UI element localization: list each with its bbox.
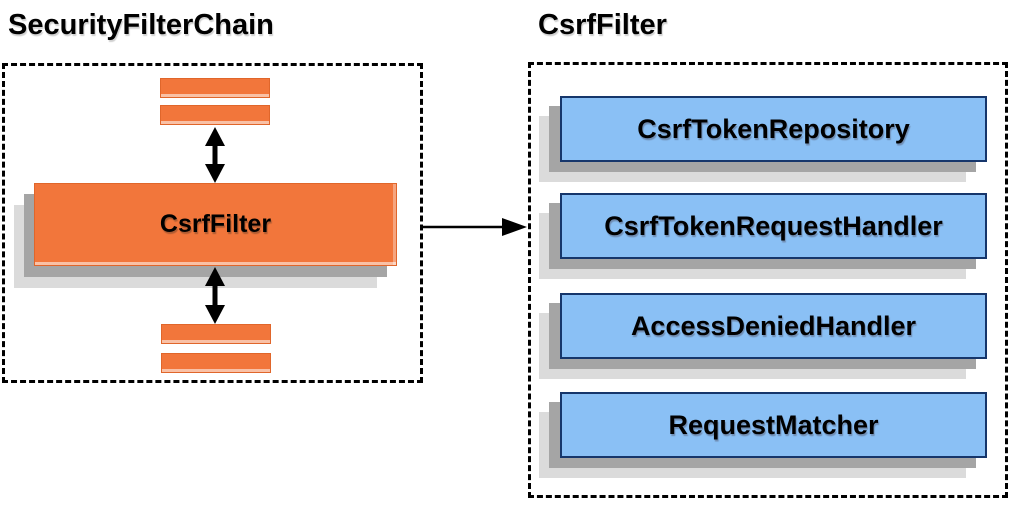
- security-filter-chain-container: [2, 63, 423, 383]
- filter-chain-bar: [161, 324, 271, 344]
- component-box-access-denied-handler: AccessDeniedHandler: [560, 293, 987, 359]
- csrf-filter-box: CsrfFilter: [34, 183, 397, 266]
- filter-chain-bar: [161, 353, 271, 373]
- security-filter-chain-title: SecurityFilterChain: [8, 9, 274, 41]
- component-box-label: AccessDeniedHandler: [630, 310, 917, 341]
- csrf-filter-box-label: CsrfFilter: [159, 210, 272, 238]
- component-box-label: RequestMatcher: [668, 409, 879, 440]
- component-box-csrf-token-repository: CsrfTokenRepository: [560, 96, 987, 162]
- component-box-request-matcher: RequestMatcher: [560, 392, 987, 458]
- filter-chain-bar: [160, 105, 270, 125]
- component-box-csrf-token-request-handler: CsrfTokenRequestHandler: [560, 193, 987, 259]
- component-box-label: CsrfTokenRepository: [637, 113, 910, 144]
- csrf-filter-components-container: [528, 62, 1008, 498]
- flow-arrow-icon: [423, 218, 527, 236]
- component-box-label: CsrfTokenRequestHandler: [604, 210, 943, 241]
- csrf-filter-group-title: CsrfFilter: [538, 9, 667, 41]
- filter-chain-bar: [160, 78, 270, 98]
